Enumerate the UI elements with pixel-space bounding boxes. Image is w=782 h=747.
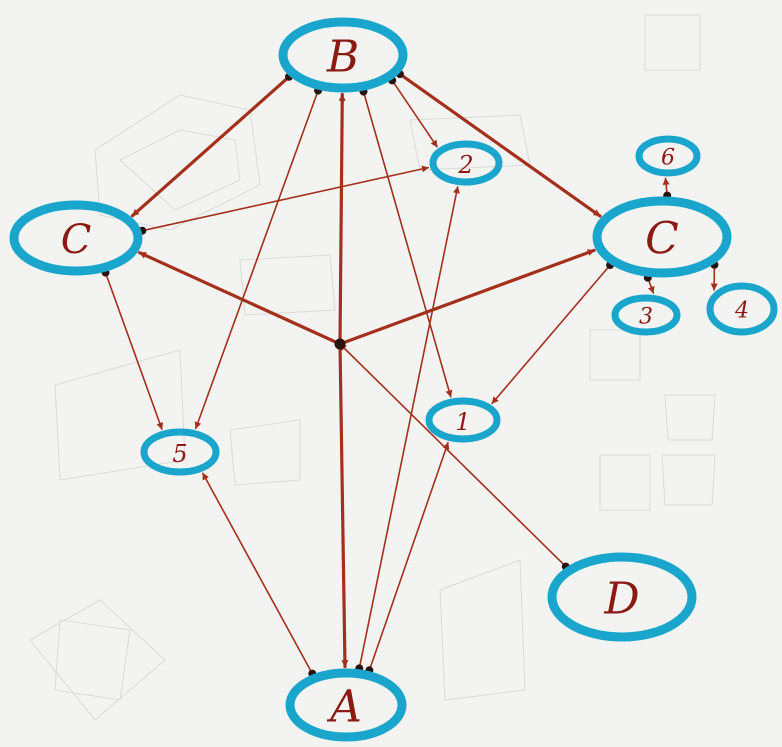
node-label-C_right: C: [645, 214, 679, 265]
node-ring-n6: [635, 135, 701, 177]
node-ring-n4: [706, 282, 778, 336]
node-label-n5: 5: [172, 440, 187, 468]
node-ring-C_right: [592, 196, 732, 278]
node-C_left: C: [9, 200, 143, 276]
edge-B-to-n5: [194, 89, 319, 430]
node-label-n6: 6: [661, 146, 675, 171]
node-n1: 1: [425, 397, 501, 443]
node-label-n1: 1: [455, 408, 470, 436]
edge-B-to-n1: [362, 90, 453, 398]
node-B: B: [278, 17, 408, 93]
edge-hub-to-B: [338, 92, 346, 346]
node-n3: 3: [611, 294, 681, 336]
edge-C_left-to-n2: [141, 165, 430, 232]
edge-A-to-n1: [368, 441, 450, 672]
node-n5: 5: [140, 428, 220, 476]
node-ring-A: [285, 668, 407, 742]
node-ring-C_left: [9, 200, 143, 276]
edge-B-to-C_left: [130, 75, 291, 218]
node-D: D: [547, 552, 697, 642]
node-A: A: [285, 668, 407, 742]
node-ring-n3: [611, 294, 681, 336]
node-n2: 2: [429, 140, 503, 186]
node-ring-n5: [140, 428, 220, 476]
node-label-C_left: C: [61, 217, 92, 263]
edge-A-to-n5: [202, 472, 314, 675]
node-n6: 6: [635, 135, 701, 177]
edge-B-to-n2: [391, 79, 438, 148]
node-label-A: A: [326, 682, 362, 733]
node-ring-B: [278, 17, 408, 93]
node-label-n2: 2: [457, 151, 473, 179]
node-ring-n2: [429, 140, 503, 186]
edge-C_left-to-n5: [104, 271, 164, 430]
node-ring-D: [547, 552, 697, 642]
edge-C_right-to-n1: [491, 264, 611, 405]
node-label-n3: 3: [639, 305, 653, 330]
node-label-n4: 4: [734, 299, 749, 324]
node-n4: 4: [706, 282, 778, 336]
node-C_right: C: [592, 196, 732, 278]
node-label-D: D: [603, 574, 639, 625]
edge-hub-to-A: [338, 342, 349, 669]
node-ring-n1: [425, 397, 501, 443]
edge-A-to-n2: [358, 186, 460, 670]
node-label-B: B: [326, 32, 359, 83]
edge-B-to-C_right: [398, 72, 602, 218]
edge-D-to-hub: [339, 343, 567, 568]
hub-node-dot: [334, 338, 346, 350]
edge-hub-to-C_left: [138, 251, 342, 346]
edge-hub-to-C_right: [338, 248, 596, 346]
